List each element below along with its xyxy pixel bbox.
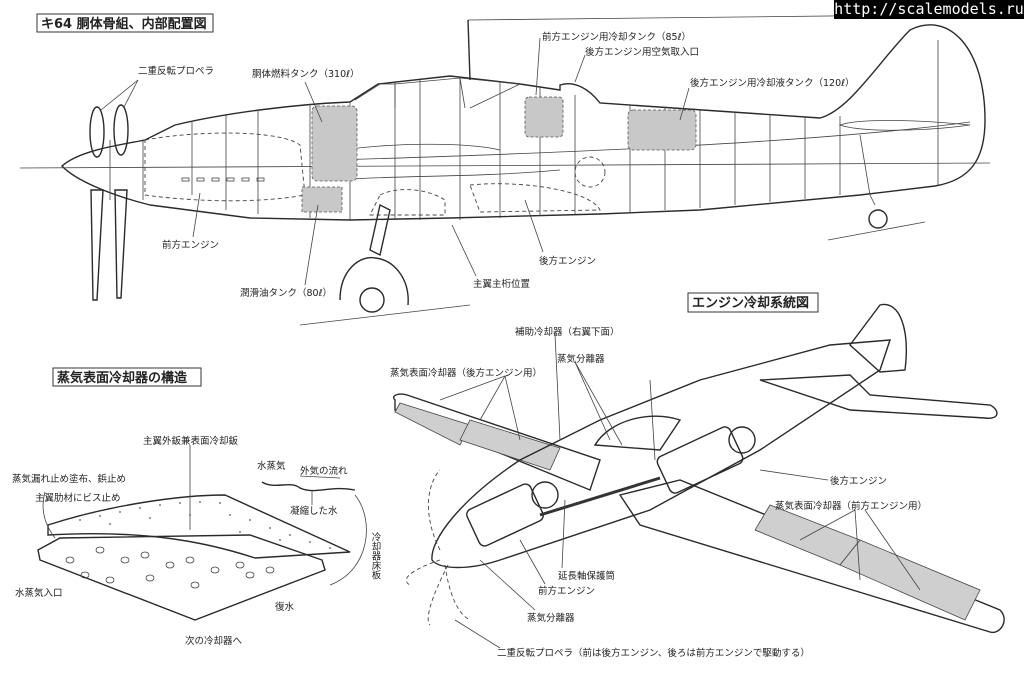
- rivet-dots: [79, 501, 331, 549]
- perspective-propeller: [405, 469, 471, 626]
- label-steam-inlet: 水蒸気入口: [15, 587, 63, 599]
- perspective-canopy: [593, 415, 682, 451]
- label-front-engine: 前方エンジン: [162, 239, 219, 251]
- cooling-title-box: [687, 292, 819, 313]
- cooler-outer-skin: [47, 494, 351, 559]
- label-rib-screw: 主翼肋材にビス止め: [35, 492, 121, 504]
- tail-wheel: [827, 134, 926, 241]
- perspective-leader-lines: [439, 333, 921, 649]
- label-front-coolant-tank: 前方エンジン用冷却タンク（85ℓ）: [542, 31, 691, 43]
- side-view-drawing: キ64 胴体骨組、内部配置図: [19, 13, 1011, 326]
- cooler-title: 蒸気表面冷却器の構造: [57, 370, 188, 386]
- label-next-cooler: 次の冷却器へ: [185, 635, 243, 647]
- tail-plane: [838, 120, 971, 131]
- cooler-structure-drawing: 蒸気表面冷却器の構造 主翼外鈑兼表面冷却鈑 水蒸気 外気の流れ 凝縮した水 蒸気…: [12, 367, 382, 647]
- label-rear-engine-3d: 後方エンジン: [830, 475, 887, 487]
- label-floor-plate: 冷却器床板: [370, 531, 382, 580]
- label-propeller: 二重反転プロペラ: [138, 65, 214, 77]
- fuselage-outline: [60, 24, 986, 221]
- watermark: http://scalemodels.ru: [834, 0, 1024, 19]
- perspective-fuselage: [431, 339, 891, 569]
- label-return-water: 復水: [275, 601, 295, 613]
- label-rear-surface-cooler: 蒸気表面冷却器（後方エンジン用）: [390, 367, 542, 379]
- side-view-title-box: [36, 13, 214, 33]
- rear-engine-block: [656, 426, 744, 494]
- fuel-tank: [311, 105, 358, 182]
- antenna-mast: [467, 19, 471, 81]
- label-shaft-tube: 延長軸保護筒: [558, 570, 615, 582]
- label-front-surface-cooler: 蒸気表面冷却器（前方エンジン用）: [775, 500, 927, 512]
- label-separator-top: 蒸気分離器: [557, 353, 605, 365]
- label-aux-cooler: 補助冷却器（右翼下面）: [515, 326, 620, 338]
- extension-shaft: [539, 476, 661, 517]
- label-condensed-water: 凝縮した水: [290, 505, 338, 517]
- vertical-fin: [849, 303, 907, 373]
- cooler-title-box: [52, 367, 202, 387]
- label-separator-bottom: 蒸気分離器: [527, 612, 575, 624]
- side-view-title: キ64 胴体骨組、内部配置図: [41, 16, 207, 32]
- horizontal-stabilizer: [759, 374, 998, 419]
- side-leader-lines: [100, 37, 690, 286]
- label-fuel-tank: 胴体燃料タンク（310ℓ）: [252, 68, 360, 80]
- front-engine-block: [466, 483, 544, 547]
- rear-coolant-tank: [627, 109, 697, 151]
- main-landing-gear: [299, 203, 471, 326]
- left-wing: [393, 393, 601, 491]
- label-steam: 水蒸気: [257, 460, 286, 472]
- label-outer-skin: 主翼外鈑兼表面冷却鈑: [143, 435, 239, 447]
- cross-section-detail: [261, 481, 356, 492]
- label-front-engine-3d: 前方エンジン: [538, 585, 595, 597]
- exhaust-ports: [181, 177, 265, 182]
- label-oil-tank: 潤滑油タンク（80ℓ）: [240, 287, 332, 299]
- rear-engine-outline: [469, 183, 601, 213]
- canopy: [354, 77, 522, 109]
- label-propeller-3d: 二重反転プロペラ（前は後方エンジン、後ろは前方エンジンで駆動する）: [497, 647, 810, 659]
- oil-tank: [301, 186, 343, 213]
- label-seal: 蒸気漏れ止め塗布、鋲止め: [12, 473, 126, 485]
- label-rear-engine: 後方エンジン: [539, 255, 596, 267]
- cooling-system-drawing: エンジン冷却系統図: [390, 292, 1005, 659]
- cooler-dimples: [65, 546, 275, 589]
- cooling-title: エンジン冷却系統図: [692, 295, 809, 311]
- label-rear-coolant-tank: 後方エンジン用冷却液タンク（120ℓ）: [690, 77, 855, 89]
- cooler-floor-plate: [37, 534, 326, 621]
- label-airflow: 外気の流れ: [300, 465, 348, 477]
- propeller-blades: [89, 104, 129, 301]
- right-wing: [618, 479, 1005, 634]
- front-coolant-tank: [524, 96, 564, 138]
- label-rear-air-intake: 後方エンジン用空気取入口: [585, 46, 699, 58]
- label-main-spar: 主翼主桁位置: [473, 278, 530, 290]
